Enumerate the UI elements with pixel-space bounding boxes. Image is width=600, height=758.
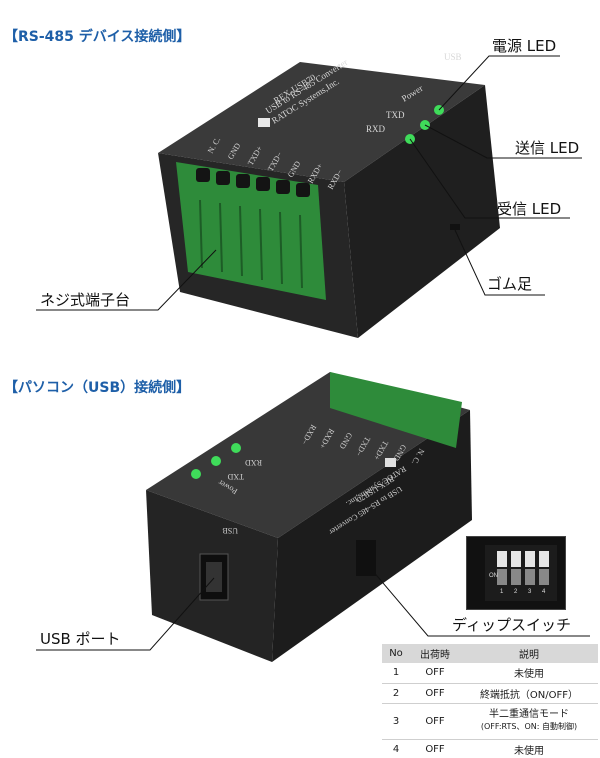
tx-led-callout: 送信 LED [515, 139, 580, 157]
table-cell-no: 1 [382, 663, 410, 684]
terminal-block-callout: ネジ式端子台 [40, 291, 131, 309]
dip-on-label: ON [489, 573, 498, 579]
bottom-terminal-block [330, 372, 462, 448]
table-header-default: 出荷時 [410, 644, 460, 663]
device-rxd-text: RXD [366, 124, 386, 134]
table-cell-desc: 未使用 [460, 739, 598, 758]
table-cell-default: OFF [410, 703, 460, 740]
bottom-rx-led-icon [231, 443, 241, 453]
table-cell-desc: 未使用 [460, 663, 598, 684]
bottom-device-usb-text: USB [222, 526, 238, 535]
top-section-heading: 【RS-485 デバイス接続側】 [4, 29, 191, 45]
bottom-case-side-face [272, 410, 472, 662]
table-row: 1 OFF 未使用 [382, 663, 598, 684]
table-cell-desc: 終端抵抗（ON/OFF） [460, 683, 598, 704]
table-cell-default: OFF [410, 683, 460, 704]
table-cell-no: 3 [382, 703, 410, 740]
table-header-desc: 説明 [460, 644, 598, 663]
table-header-row: No 出荷時 説明 [382, 644, 598, 663]
terminal-slots [199, 199, 303, 289]
table-cell-default: OFF [410, 739, 460, 758]
device-txd-text: TXD [386, 110, 405, 120]
table-cell-no: 2 [382, 683, 410, 704]
rubber-feet-callout: ゴム足 [487, 275, 533, 293]
top-case-top-face [158, 62, 485, 182]
ratoc-logo-icon [258, 118, 270, 127]
table-cell-no: 4 [382, 739, 410, 758]
table-row: 4 OFF 未使用 [382, 739, 598, 758]
table-header-no: No [382, 644, 410, 663]
table-cell-desc-main: 半二重通信モード [489, 709, 569, 720]
table-row: 2 OFF 終端抵抗（ON/OFF） [382, 683, 598, 704]
dip-switch-toggles [497, 551, 549, 567]
usb-port-callout: USB ポート [40, 630, 121, 648]
table-cell-desc-sub: (OFF:RTS、ON: 自動制御) [480, 722, 578, 731]
power-led-callout: 電源 LED [492, 37, 557, 55]
bottom-power-led-icon [191, 469, 201, 479]
table-cell-default: OFF [410, 663, 460, 684]
table-row: 3 OFF 半二重通信モード (OFF:RTS、ON: 自動制御) [382, 703, 598, 740]
rubber-foot-icon [450, 224, 460, 230]
bottom-ratoc-logo-icon [385, 458, 396, 467]
dip-switch-window [356, 540, 376, 576]
usb-port-inner [206, 562, 222, 592]
bottom-device-rxd-text: RXD [245, 458, 262, 467]
bottom-tx-led-icon [211, 456, 221, 466]
dip-switch-table: No 出荷時 説明 1 OFF 未使用 2 OFF 終端抵抗（ON/OFF） 3… [382, 644, 598, 758]
bottom-device-txd-text: TXD [227, 472, 244, 481]
dip-switch-callout: ディップスイッチ [452, 616, 571, 634]
rx-led-callout: 受信 LED [497, 200, 562, 218]
bottom-section-heading: 【パソコン（USB）接続側】 [4, 380, 191, 396]
terminal-screws [196, 168, 310, 197]
dip-switch-closeup: ON 1 2 3 4 [485, 545, 557, 601]
dip-switch-photo: ON 1 2 3 4 [466, 536, 566, 610]
table-cell-desc: 半二重通信モード (OFF:RTS、ON: 自動制御) [460, 703, 598, 740]
